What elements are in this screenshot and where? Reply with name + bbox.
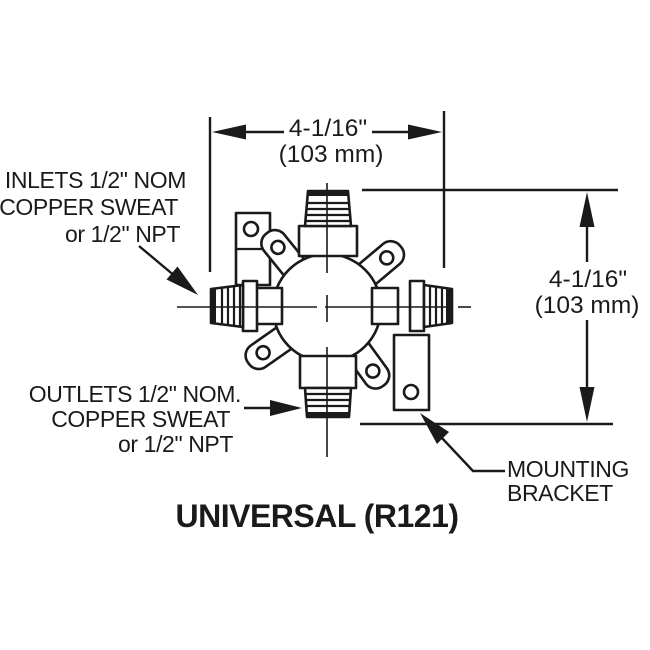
width-dimension-mm: (103 mm): [279, 141, 384, 168]
mounting-label-line2: BRACKET: [507, 480, 613, 506]
mounting-bracket-bottom-right: [392, 333, 431, 412]
top-port: [297, 189, 359, 258]
inlets-label-line2: COPPER SWEAT: [0, 194, 178, 220]
width-dimension-inches: 4-1/16": [289, 115, 367, 142]
bottom-port: [298, 354, 358, 419]
height-arrow-down: [579, 387, 595, 422]
top-port-thread-lines: [306, 201, 350, 223]
outlets-callout: OUTLETS 1/2" NOM. COPPER SWEAT or 1/2" N…: [29, 381, 302, 457]
inlets-callout: INLETS 1/2" NOM COPPER SWEAT or 1/2" NPT: [0, 167, 198, 295]
mounting-arrow: [420, 413, 449, 444]
width-arrow-right: [408, 124, 442, 140]
left-port-thread-lines: [220, 286, 242, 326]
mounting-bracket-callout: MOUNTING BRACKET: [420, 413, 629, 506]
height-arrow-up: [579, 192, 595, 227]
centerlines: [177, 183, 471, 457]
left-port: [209, 279, 284, 333]
outlets-label-line1: OUTLETS 1/2" NOM.: [29, 381, 241, 407]
outlets-label-line3: or 1/2" NPT: [118, 431, 233, 457]
right-port-thread-lines: [428, 286, 444, 326]
height-dimension-mm: (103 mm): [535, 292, 640, 319]
inlets-arrow: [166, 266, 198, 295]
diagram-title: UNIVERSAL (R121): [175, 498, 458, 534]
mounting-label-line1: MOUNTING: [507, 456, 629, 482]
inlets-leader-line: [138, 245, 177, 278]
bottom-port-thread-lines: [306, 392, 350, 408]
width-arrow-left: [212, 124, 246, 140]
mounting-leader-line: [440, 436, 505, 473]
height-dimension-inches: 4-1/16": [549, 266, 627, 293]
outlets-label-line2: COPPER SWEAT: [51, 406, 230, 432]
width-dimension: 4-1/16" (103 mm): [208, 111, 446, 272]
inlets-label-line1: INLETS 1/2" NOM: [5, 167, 186, 193]
outlets-arrow: [270, 400, 302, 416]
height-dimension: 4-1/16" (103 mm): [360, 188, 640, 426]
right-port: [370, 279, 454, 333]
inlets-label-line3: or 1/2" NPT: [65, 221, 180, 247]
